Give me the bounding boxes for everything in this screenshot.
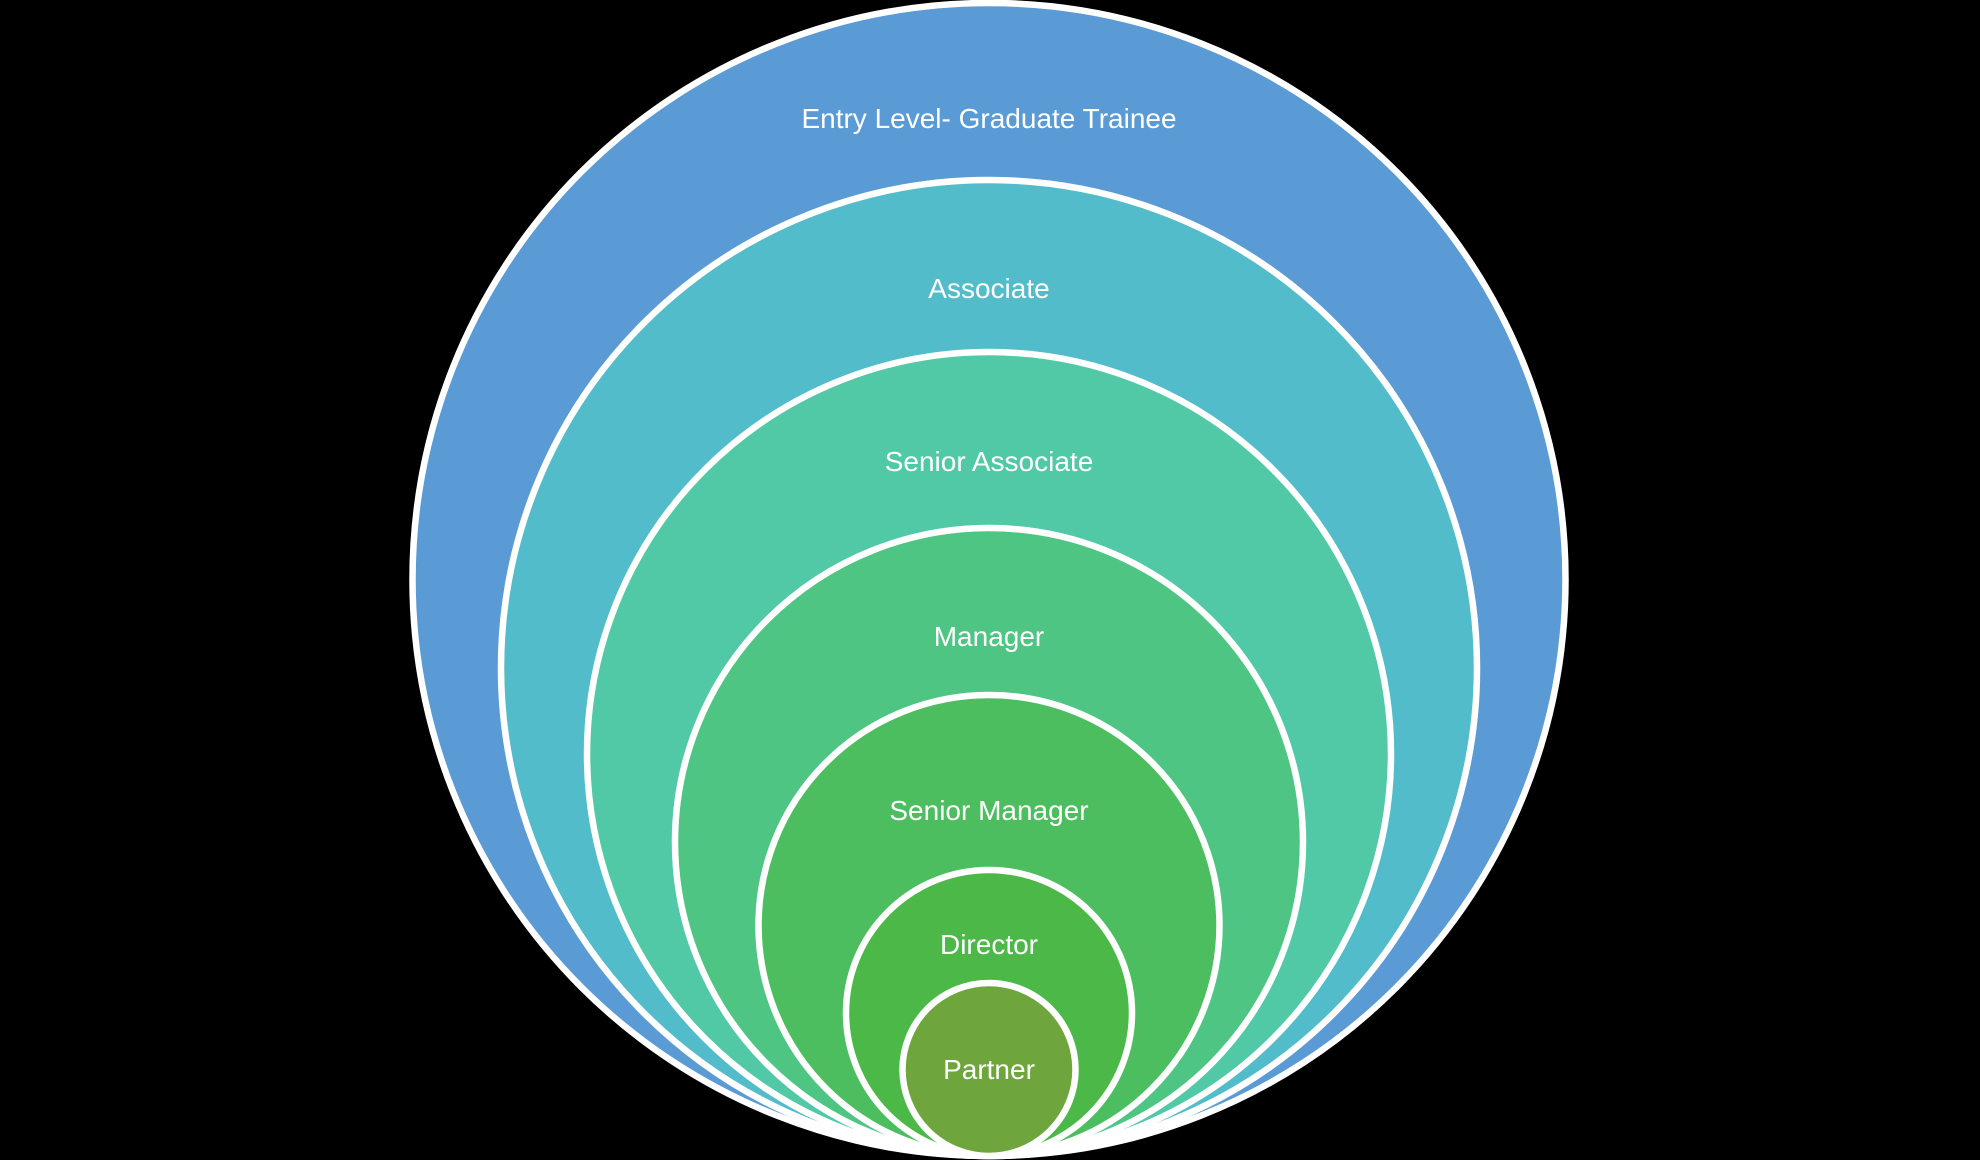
label-associate: Associate <box>928 273 1049 304</box>
label-manager: Manager <box>934 621 1045 652</box>
label-partner: Partner <box>943 1054 1035 1085</box>
label-senior-manager: Senior Manager <box>889 795 1088 826</box>
label-director: Director <box>940 929 1038 960</box>
label-senior-associate: Senior Associate <box>885 446 1094 477</box>
label-entry-level-graduate-trainee: Entry Level- Graduate Trainee <box>801 103 1176 134</box>
circle-partner <box>899 979 1079 1160</box>
